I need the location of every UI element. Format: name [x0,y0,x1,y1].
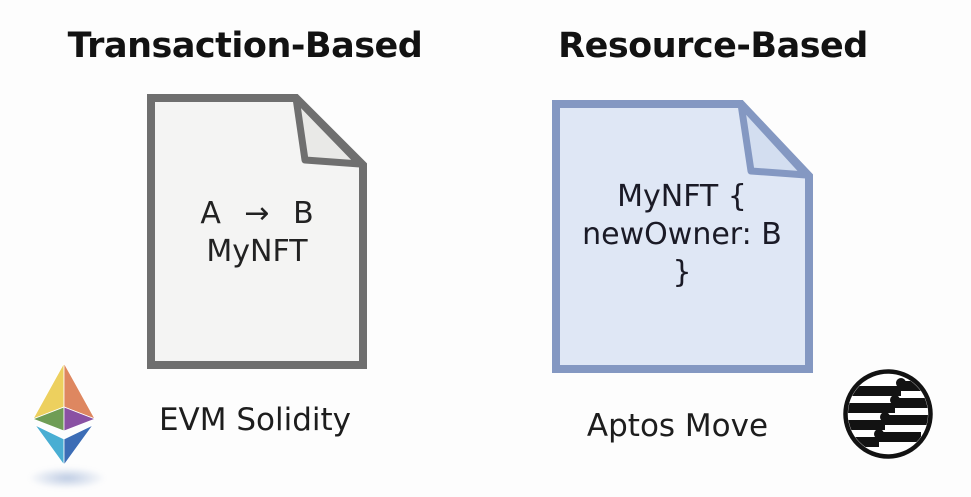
heading-transaction-based: Transaction-Based [67,26,423,66]
code-line: newOwner: B [582,217,782,252]
code-line: MyNFT [206,234,308,269]
document-page [147,94,367,369]
eth-facet-bottom-right [63,424,94,467]
ethereum-icon [31,361,97,467]
document-folded-corner [737,100,810,179]
code-line: MyNFT { [617,179,747,214]
code-line: A → B [200,196,314,231]
label-aptos-move: Aptos Move [586,408,769,444]
eth-facet-mid-right [63,406,97,432]
document-page [552,100,813,373]
document-folded-corner [292,94,364,168]
document-text-transaction: A → B MyNFT [147,195,367,271]
eth-facet-bottom-left [34,424,65,467]
document-text-resource: MyNFT { newOwner: B } [552,178,812,292]
heading-resource-based: Resource-Based [558,26,868,66]
code-line: } [672,255,692,290]
video-artifact-smudge [28,467,106,489]
aptos-stripes [848,378,928,447]
aptos-icon [843,369,933,459]
document-icon-resource [552,100,813,373]
document-icon-transaction [147,94,367,369]
label-evm-solidity: EVM Solidity [158,402,352,438]
